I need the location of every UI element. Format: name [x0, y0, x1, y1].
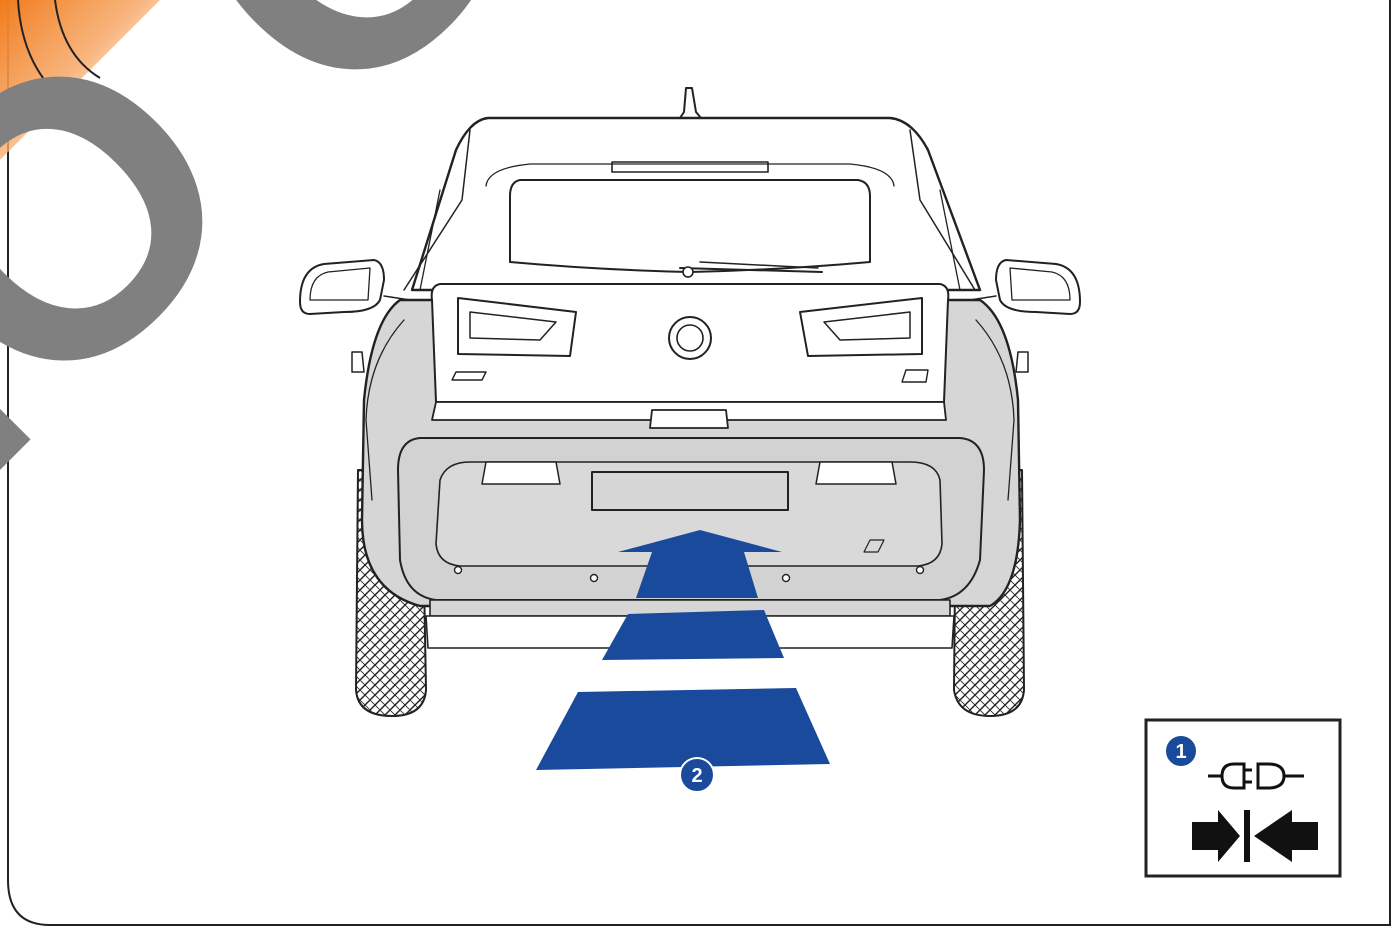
right-mirror — [996, 260, 1080, 314]
svg-text:1: 1 — [1175, 741, 1186, 763]
licence-plate — [592, 472, 788, 510]
callout-badge-2: 2 — [680, 758, 714, 792]
callout-badge-1: 1 — [1165, 735, 1197, 767]
svg-text:2: 2 — [691, 765, 702, 787]
connection-legend-box: 1 — [1146, 720, 1340, 876]
